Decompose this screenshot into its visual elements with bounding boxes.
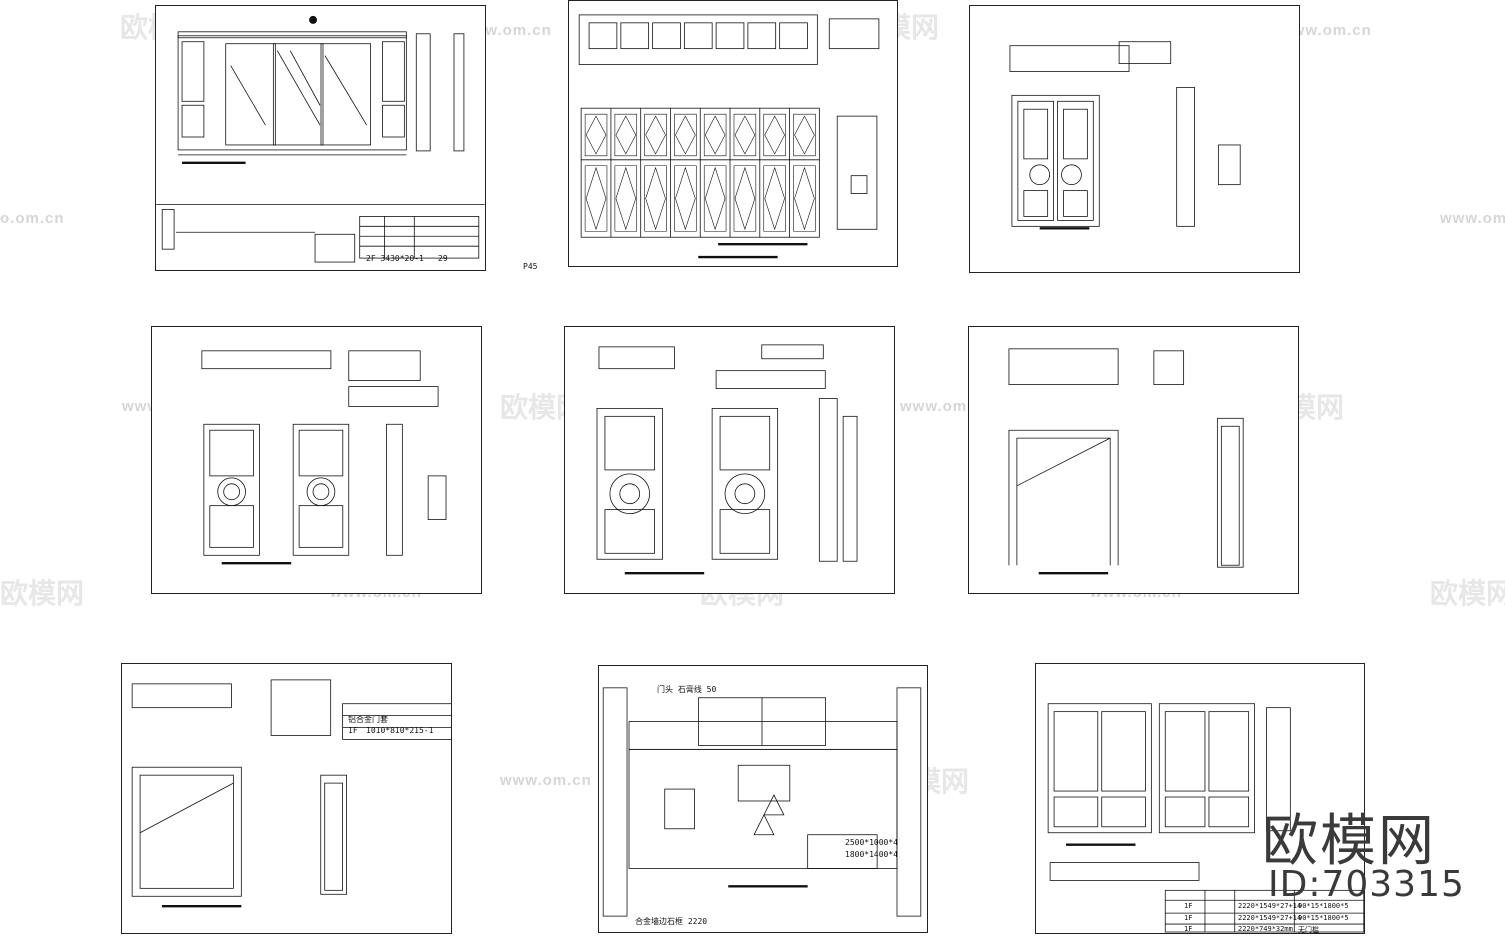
watermark-url: o.om.cn (0, 210, 65, 227)
door-frame-elevation-drawing (1008, 348, 1244, 575)
schedule-row-3-spec: 无门槛 (1298, 926, 1319, 934)
sliding-door-elevation-drawing (156, 15, 485, 263)
carved-doors-elevation-drawing (201, 350, 447, 565)
watermark-url: www.om.cn (500, 772, 592, 789)
medallion-doors-elevation-drawing (596, 344, 858, 575)
section-spec-a: 2500*1000*4 (845, 838, 898, 847)
sheet-spec-text: 2F 3430*20-1 (366, 254, 424, 263)
corner-id-label: ID:703315 (1268, 864, 1465, 905)
schedule-row-1-floor: 1F (1184, 902, 1193, 910)
section-spec-b: 1800*1400*4 (845, 850, 898, 859)
cabinet-doors-elevation-drawing (1047, 703, 1364, 933)
schedule-row-1-spec: 90*15*1800*5 (1298, 902, 1349, 910)
drawing-sheet-door-frame (968, 326, 1299, 594)
section-top-note: 门头 石膏线 50 (657, 685, 717, 694)
schedule-row-2-floor: 1F (1184, 914, 1193, 922)
wall-section-drawing (602, 687, 922, 917)
schedule-row-3-floor: 1F (1184, 925, 1193, 933)
section-bottom-note: 合金墙边石框 2220 (635, 917, 708, 926)
watermark-url: www.om.cn (1440, 210, 1505, 227)
drawing-sheet-window-frame: 铝合金门套 1F 1010*810*215-1 (121, 663, 452, 934)
drawing-sheet-double-door (969, 5, 1300, 273)
drawing-sheet-wardrobe (568, 0, 898, 267)
table-spec: 铝合金门套 (348, 715, 388, 724)
double-door-elevation-drawing (1009, 41, 1241, 230)
watermark-brand: 欧模网 (1430, 577, 1505, 610)
schedule-row-2-size: 2220*1549*27+14 (1238, 914, 1302, 922)
wardrobe-elevation-drawing (578, 14, 880, 259)
watermark-brand: 欧模网 (0, 577, 85, 610)
table-row-dim: 1010*810*215-1 (366, 726, 434, 735)
sheet-number: 29 (438, 254, 448, 263)
window-frame-elevation-drawing (131, 679, 451, 908)
schedule-row-1-size: 2220*1549*27+14 (1238, 902, 1302, 910)
drawing-sheet-medallion-doors (564, 326, 895, 594)
schedule-row-3-size: 2220*749*32mm (1238, 925, 1293, 933)
drawing-sheet-wall-section: 门头 石膏线 50 2500*1000*4 1800*1400*4 合金墙边石框… (598, 665, 928, 933)
page-label: P45 (523, 262, 538, 271)
drawing-sheet-carved-doors (151, 326, 482, 594)
wardrobe-diamond-panels (584, 113, 816, 232)
schedule-row-2-spec: 90*15*1800*5 (1298, 914, 1349, 922)
table-row-floor: 1F (348, 726, 358, 735)
drawing-sheet-cabinet-doors: 1F 2220*1549*27+14 90*15*1800*5 1F 2220*… (1035, 663, 1365, 934)
drawing-sheet-sliding-door: 2F 3430*20-1 29 (155, 5, 486, 271)
watermark-url: www.om.cn (1280, 22, 1372, 39)
corner-brand-logo: 欧模网 (1262, 809, 1436, 874)
